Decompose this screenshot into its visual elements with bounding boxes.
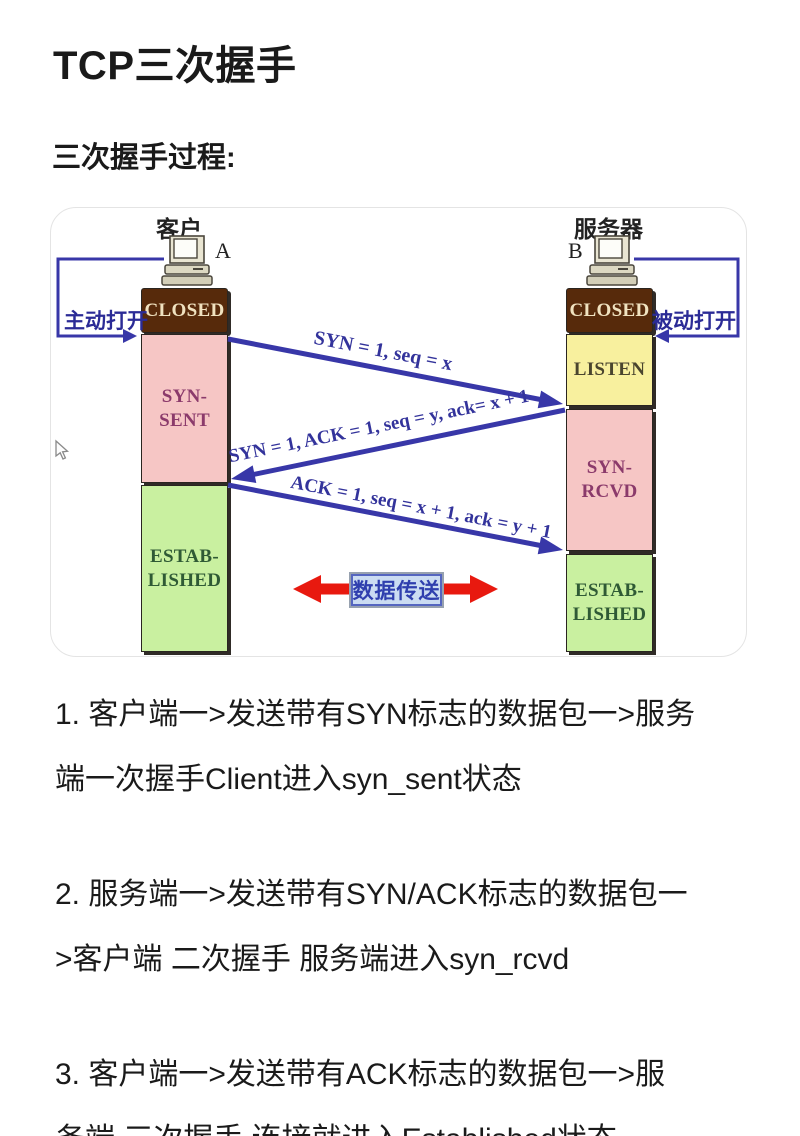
syn-arrowhead xyxy=(537,390,563,409)
page-title: TCP三次握手 xyxy=(53,44,297,88)
server-host-id: B xyxy=(568,238,583,263)
step-2-line-2: >客户端 二次握手 服务端进入syn_rcvd xyxy=(55,943,570,976)
data-transfer-box: 数据传送 xyxy=(349,572,444,608)
client-state-syn-sent: SYN- SENT xyxy=(141,334,228,483)
client-computer-icon xyxy=(161,235,213,290)
server-computer-icon xyxy=(586,235,638,290)
client-state-established: ESTAB- LISHED xyxy=(141,485,228,652)
step-3: 3. 客户端一>发送带有ACK标志的数据包一>服 务端 三次握手 连接就进入Es… xyxy=(55,1042,755,1136)
step-1-line-2: 端一次握手Client进入syn_sent状态 xyxy=(55,763,522,796)
step-2: 2. 服务端一>发送带有SYN/ACK标志的数据包一 >客户端 二次握手 服务端… xyxy=(55,862,755,992)
handshake-diagram: 客户 服务器 A B CLOSED SYN- SENT xyxy=(50,207,747,657)
syn-message-label: SYN = 1, seq = x xyxy=(311,326,455,376)
step-1-line-1: 1. 客户端一>发送带有SYN标志的数据包一>服务 xyxy=(55,698,696,731)
step-2-line-1: 2. 服务端一>发送带有SYN/ACK标志的数据包一 xyxy=(55,878,688,911)
step-1: 1. 客户端一>发送带有SYN标志的数据包一>服务 端一次握手Client进入s… xyxy=(55,682,755,812)
passive-open-label: 被动打开 xyxy=(652,310,736,333)
server-state-listen: LISTEN xyxy=(566,334,653,406)
syn-ack-message-label: SYN = 1, ACK = 1, seq = y, ack= x + 1 xyxy=(226,385,531,468)
server-state-syn-rcvd: SYN- RCVD xyxy=(566,409,653,551)
client-state-closed: CLOSED xyxy=(141,288,228,333)
steps-text: 1. 客户端一>发送带有SYN标志的数据包一>服务 端一次握手Client进入s… xyxy=(55,682,755,1136)
ack-message-label: ACK = 1, seq = x + 1, ack = y + 1 xyxy=(288,471,554,544)
mouse-cursor-icon xyxy=(55,439,70,460)
server-state-closed: CLOSED xyxy=(566,288,653,333)
syn-ack-arrowhead xyxy=(231,465,257,483)
step-3-line-2: 务端 三次握手 连接就进入Established状态 xyxy=(55,1107,755,1136)
section-subtitle: 三次握手过程: xyxy=(52,142,236,174)
active-open-label: 主动打开 xyxy=(64,310,148,333)
client-host-id: A xyxy=(215,238,231,263)
step-3-line-1: 3. 客户端一>发送带有ACK标志的数据包一>服 xyxy=(55,1058,666,1091)
server-state-established: ESTAB- LISHED xyxy=(566,554,653,652)
